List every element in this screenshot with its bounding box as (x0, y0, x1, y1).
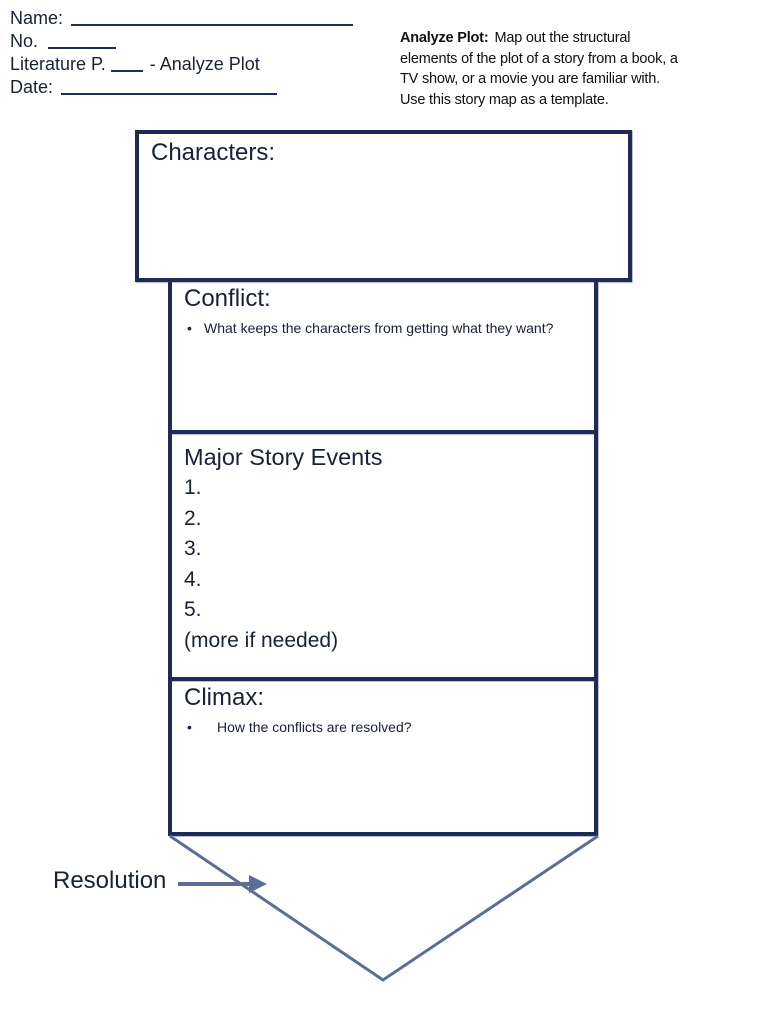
number-field-row: No. (10, 30, 353, 53)
date-field-row: Date: (10, 76, 353, 99)
name-label: Name: (10, 8, 64, 28)
characters-box: Characters: (135, 130, 632, 282)
resolution-label: Resolution (53, 867, 167, 894)
date-blank-line (61, 81, 278, 95)
instructions-line: Analyze Plot: Map out the structural (400, 28, 678, 49)
literature-blank-line (110, 58, 143, 72)
climax-title: Climax: (184, 684, 265, 711)
event-item-1: 1. (184, 476, 202, 499)
conflict-box: Conflict: • What keeps the characters fr… (168, 282, 598, 434)
student-header: Name: No. Literature P. - Analyze Plot Da… (10, 7, 354, 99)
events-note: (more if needed) (184, 628, 339, 652)
major-story-events-box: Major Story Events 1. 2. 3. 4. 5. (more … (168, 434, 598, 681)
instructions-line: elements of the plot of a story from a b… (400, 50, 678, 67)
date-label: Date: (10, 77, 54, 97)
conflict-title: Conflict: (184, 285, 271, 312)
bullet-icon: • (187, 719, 192, 735)
instructions-line: TV show, or a movie you are familiar wit… (400, 71, 660, 87)
resolution-triangle (169, 834, 599, 982)
name-blank-line (71, 12, 354, 26)
event-item-5: 5. (184, 598, 202, 621)
climax-bullet-row: • How the conflicts are resolved? (172, 719, 594, 736)
instructions-line: Use this story map as a template. (400, 91, 609, 108)
name-field-row: Name: (10, 7, 354, 30)
event-item-4: 4. (184, 567, 202, 591)
events-title: Major Story Events (184, 444, 383, 470)
instructions-block: Analyze Plot: Map out the structural elem… (400, 28, 678, 110)
conflict-bullet-text: What keeps the characters from getting w… (204, 320, 554, 336)
literature-course-suffix: - Analyze Plot (149, 54, 260, 74)
climax-box: Climax: • How the conflicts are resolved… (168, 681, 598, 836)
events-list: 1. 2. 3. 4. 5. (more if needed) (172, 473, 594, 656)
instructions-text: Map out the structural (494, 30, 631, 46)
event-item-2: 2. (184, 506, 202, 530)
instructions-title: Analyze Plot: (400, 30, 489, 46)
resolution-arrow-icon (178, 875, 267, 893)
characters-title: Characters: (151, 139, 276, 166)
event-item-3: 3. (184, 537, 202, 560)
bullet-icon: • (187, 320, 192, 336)
number-blank-line (48, 35, 117, 49)
conflict-bullet-row: • What keeps the characters from getting… (172, 320, 594, 337)
climax-bullet-text: How the conflicts are resolved? (217, 719, 412, 735)
number-label: No. (10, 31, 39, 51)
literature-field-row: Literature P. - Analyze Plot (10, 53, 353, 76)
literature-label: Literature P. (10, 54, 106, 74)
